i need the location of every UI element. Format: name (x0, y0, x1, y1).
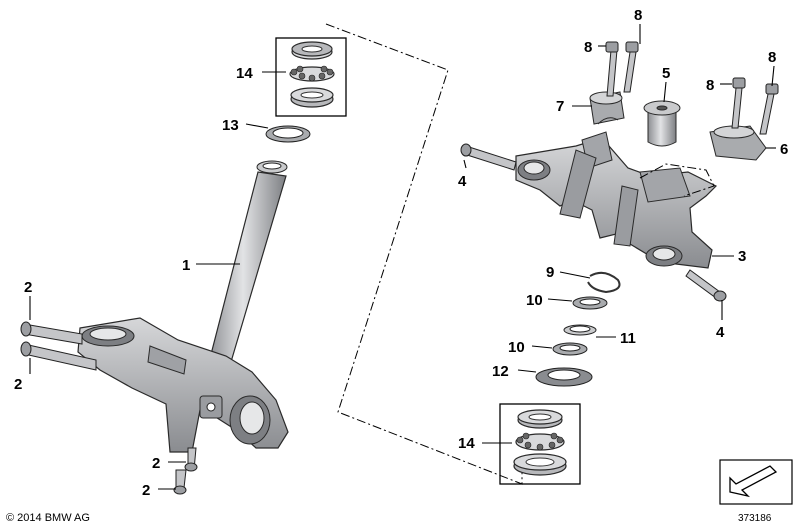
bearing-box-top (275, 37, 347, 117)
part-4-bolt-right (685, 269, 727, 302)
callout-9: 9 (546, 264, 554, 281)
callout-13: 13 (222, 117, 239, 134)
part-12-seal (535, 367, 593, 387)
callout-14-bottom: 14 (458, 435, 475, 452)
callout-8-left: 8 (584, 39, 592, 56)
callout-8-mid: 8 (706, 77, 714, 94)
part-3-upper-bridge (515, 131, 718, 269)
copyright-text: © 2014 BMW AG (6, 512, 90, 524)
callout-3: 3 (738, 248, 746, 265)
callout-8-right: 8 (768, 49, 776, 66)
part-14-bearing-top (289, 41, 335, 108)
direction-arrow-icon (719, 459, 793, 505)
callout-7: 7 (556, 98, 564, 115)
callout-2-bottom-lower: 2 (142, 482, 150, 499)
leader-lines (29, 24, 776, 490)
callout-2-lower-left: 2 (14, 376, 22, 393)
callout-10-lower: 10 (508, 339, 525, 356)
callout-2-bottom-upper: 2 (152, 455, 160, 472)
diagram-number: 373186 (738, 513, 772, 524)
part-6-clamp (709, 125, 767, 161)
callout-4-lower: 4 (716, 324, 725, 341)
callout-1: 1 (182, 257, 190, 274)
part-4-bolt-left (460, 143, 517, 171)
part-2-bolts-left (20, 321, 97, 371)
part-9-circlip (587, 271, 621, 294)
part-10-ring-lower (552, 342, 588, 356)
callout-6: 6 (780, 141, 788, 158)
assembly-path-line (325, 23, 523, 485)
callout-4-upper: 4 (458, 173, 467, 190)
part-13-ring (265, 125, 311, 143)
bearing-box-bottom (499, 403, 581, 485)
part-5-bushing (643, 100, 681, 147)
part-10-ring-upper (572, 296, 608, 310)
callout-14-top: 14 (236, 65, 253, 82)
callout-8-top: 8 (634, 7, 642, 24)
callout-12: 12 (492, 363, 509, 380)
callout-2-upper-left: 2 (24, 279, 32, 296)
mount-path-line (639, 163, 715, 197)
part-8-bolts (605, 41, 779, 135)
callout-11: 11 (620, 330, 636, 347)
part-11-ring (563, 324, 597, 336)
callout-5: 5 (662, 65, 670, 82)
part-7-clamp (589, 91, 625, 125)
part-2-bolts-bottom (173, 447, 198, 495)
part-14-bearing-bottom (513, 409, 567, 476)
callout-10-upper: 10 (526, 292, 543, 309)
part-1-steering-stem (77, 160, 289, 453)
